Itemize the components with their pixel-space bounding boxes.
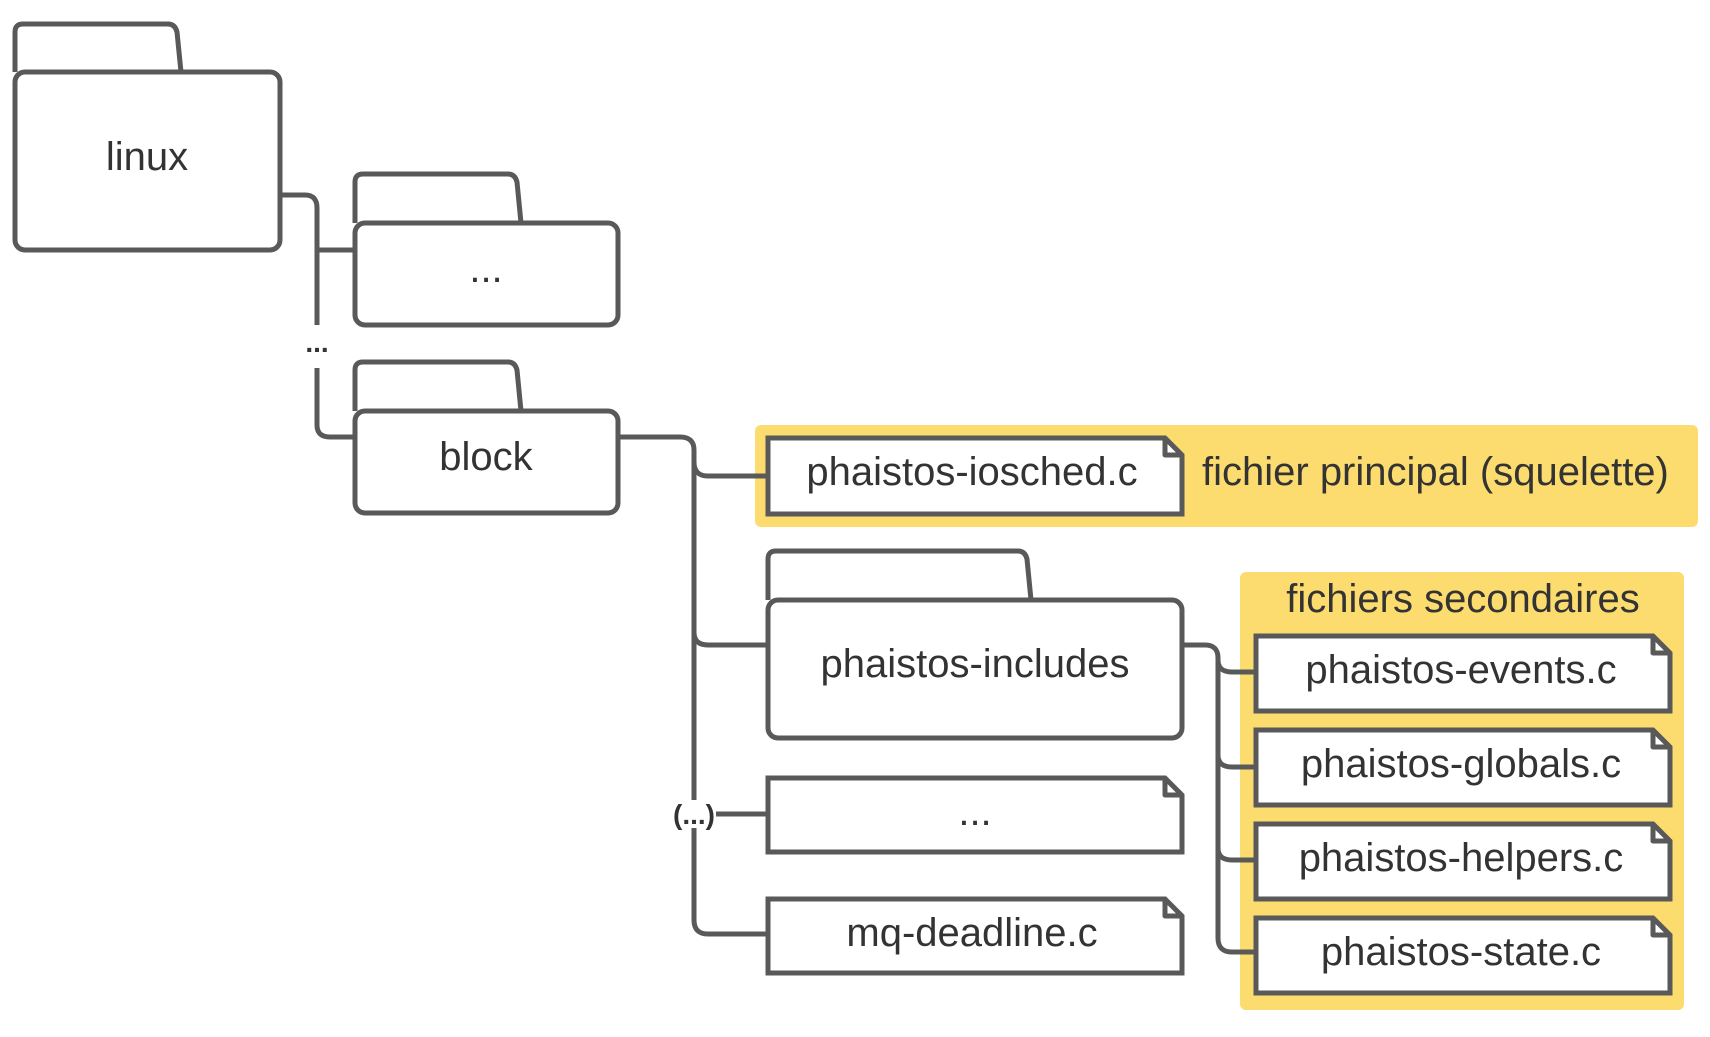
file-icon — [765, 896, 1185, 976]
file-fold-icon — [1162, 899, 1182, 919]
file-phaistos-globals[interactable]: phaistos-globals.c — [1253, 727, 1673, 808]
folder-body — [765, 597, 1185, 741]
connector-includes-to-events — [1215, 659, 1256, 675]
file-icon — [1253, 915, 1673, 996]
file-label-iosched: phaistos-iosched.c — [806, 450, 1137, 494]
file-ellipsis[interactable]: ... — [765, 775, 1185, 855]
folder-label-ellipsis: ... — [469, 247, 502, 291]
file-phaistos-helpers[interactable]: phaistos-helpers.c — [1253, 821, 1673, 902]
folder-icon — [765, 548, 1034, 601]
file-label-ellipsis: ... — [958, 790, 991, 834]
file-icon — [1253, 821, 1673, 902]
file-label-state: phaistos-state.c — [1321, 930, 1601, 974]
file-phaistos-iosched[interactable]: phaistos-iosched.c — [765, 435, 1185, 517]
folder-icon — [352, 171, 524, 224]
file-icon — [765, 435, 1185, 517]
folder-body — [352, 220, 621, 328]
main-file-note: fichier principal (squelette) — [1202, 450, 1669, 494]
block-gap-label: (...) — [673, 799, 715, 830]
file-fold-icon — [1650, 730, 1670, 750]
file-fold-icon — [1162, 778, 1182, 798]
file-label-deadline: mq-deadline.c — [846, 911, 1097, 955]
connector-block-to-iosched — [691, 461, 768, 479]
connector-includes-to-helpers — [1215, 847, 1256, 863]
folder-icon — [12, 21, 184, 73]
file-label-globals: phaistos-globals.c — [1301, 742, 1621, 786]
file-fold-icon — [1650, 636, 1670, 656]
file-label-helpers: phaistos-helpers.c — [1299, 836, 1624, 880]
folder-label-block: block — [439, 435, 533, 479]
file-fold-icon — [1650, 918, 1670, 938]
file-icon — [1253, 633, 1673, 714]
file-phaistos-events[interactable]: phaistos-events.c — [1253, 633, 1673, 714]
connector-block-to-deadline — [691, 828, 768, 937]
connector-linux-to-block — [314, 368, 355, 440]
connector-linux-trunk — [280, 192, 320, 325]
file-fold-icon — [1162, 438, 1182, 458]
folder-phaistos-includes[interactable]: phaistos-includes — [765, 548, 1185, 741]
folder-icon — [352, 359, 524, 412]
folder-ellipsis[interactable]: ... — [352, 171, 621, 328]
secondary-files-title: fichiers secondaires — [1286, 577, 1640, 621]
tree-gap-ellipsis: ... — [305, 327, 328, 358]
file-label-events: phaistos-events.c — [1305, 648, 1616, 692]
folder-body — [12, 69, 283, 253]
folder-block[interactable]: block — [352, 359, 621, 516]
file-icon — [1253, 727, 1673, 808]
connector-includes-to-globals — [1215, 754, 1256, 770]
connector-includes-trunk — [1182, 642, 1256, 955]
folder-label-includes: phaistos-includes — [820, 642, 1129, 686]
folder-label-linux: linux — [106, 135, 188, 179]
file-phaistos-state[interactable]: phaistos-state.c — [1253, 915, 1673, 996]
file-fold-icon — [1650, 824, 1670, 844]
file-mq-deadline[interactable]: mq-deadline.c — [765, 896, 1185, 976]
connector-block-trunk — [618, 434, 697, 800]
file-icon — [765, 775, 1185, 855]
connector-block-to-includes — [691, 631, 768, 648]
folder-body — [352, 408, 621, 516]
folder-linux[interactable]: linux — [12, 21, 283, 253]
